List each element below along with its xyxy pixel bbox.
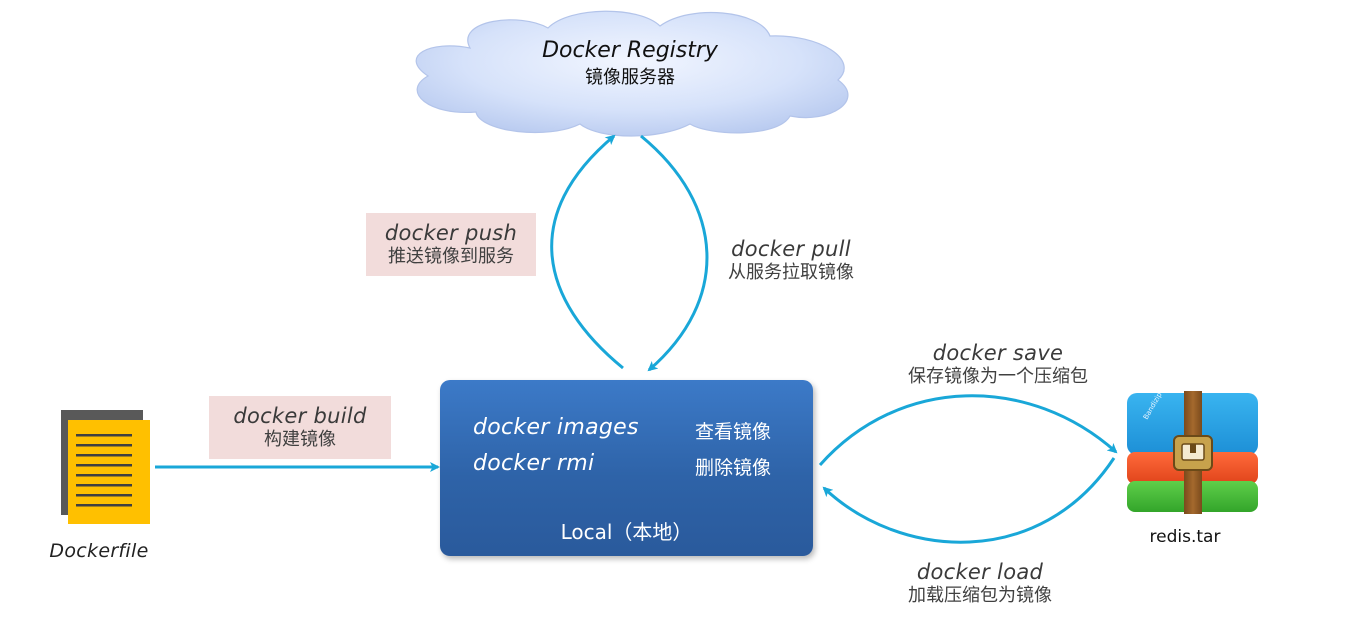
load-arrow (822, 457, 1116, 544)
registry-label: Docker Registry 镜像服务器 (480, 38, 780, 89)
document-icon (61, 410, 150, 524)
push-command: docker push (384, 221, 518, 246)
save-command: docker save (932, 341, 1064, 365)
pull-label: docker pull 从服务拉取镜像 (708, 236, 874, 285)
pull-desc: 从服务拉取镜像 (728, 262, 854, 284)
push-arrow (550, 134, 624, 370)
registry-title: Docker Registry (542, 38, 718, 63)
load-label: docker load 加载压缩包为镜像 (870, 559, 1090, 608)
load-desc: 加载压缩包为镜像 (908, 585, 1052, 607)
registry-cloud (415, 10, 849, 137)
images-desc: 查看镜像 (695, 421, 772, 443)
registry-subtitle: 镜像服务器 (585, 67, 675, 88)
dockerfile-label: Dockerfile (49, 540, 149, 562)
load-command: docker load (916, 560, 1044, 584)
push-desc: 推送镜像到服务 (388, 246, 514, 268)
images-command: docker images (473, 415, 639, 440)
build-desc: 构建镜像 (264, 429, 336, 451)
pull-command: docker pull (731, 237, 851, 261)
local-title: Local（本地） (560, 520, 693, 544)
save-label: docker save 保存镜像为一个压缩包 (880, 340, 1116, 389)
save-desc: 保存镜像为一个压缩包 (908, 366, 1088, 388)
save-arrow (818, 394, 1118, 466)
push-label: docker push 推送镜像到服务 (366, 213, 536, 276)
archive-label: redis.tar (1149, 527, 1221, 547)
rmi-desc: 删除镜像 (695, 457, 772, 479)
rmi-command: docker rmi (473, 451, 595, 476)
archive-icon: Bandizip (1127, 391, 1258, 514)
build-command: docker build (233, 404, 367, 429)
build-label: docker build 构建镜像 (209, 396, 391, 459)
pull-arrow (640, 134, 709, 372)
local-box: docker images 查看镜像 docker rmi 删除镜像 Local… (440, 380, 813, 556)
